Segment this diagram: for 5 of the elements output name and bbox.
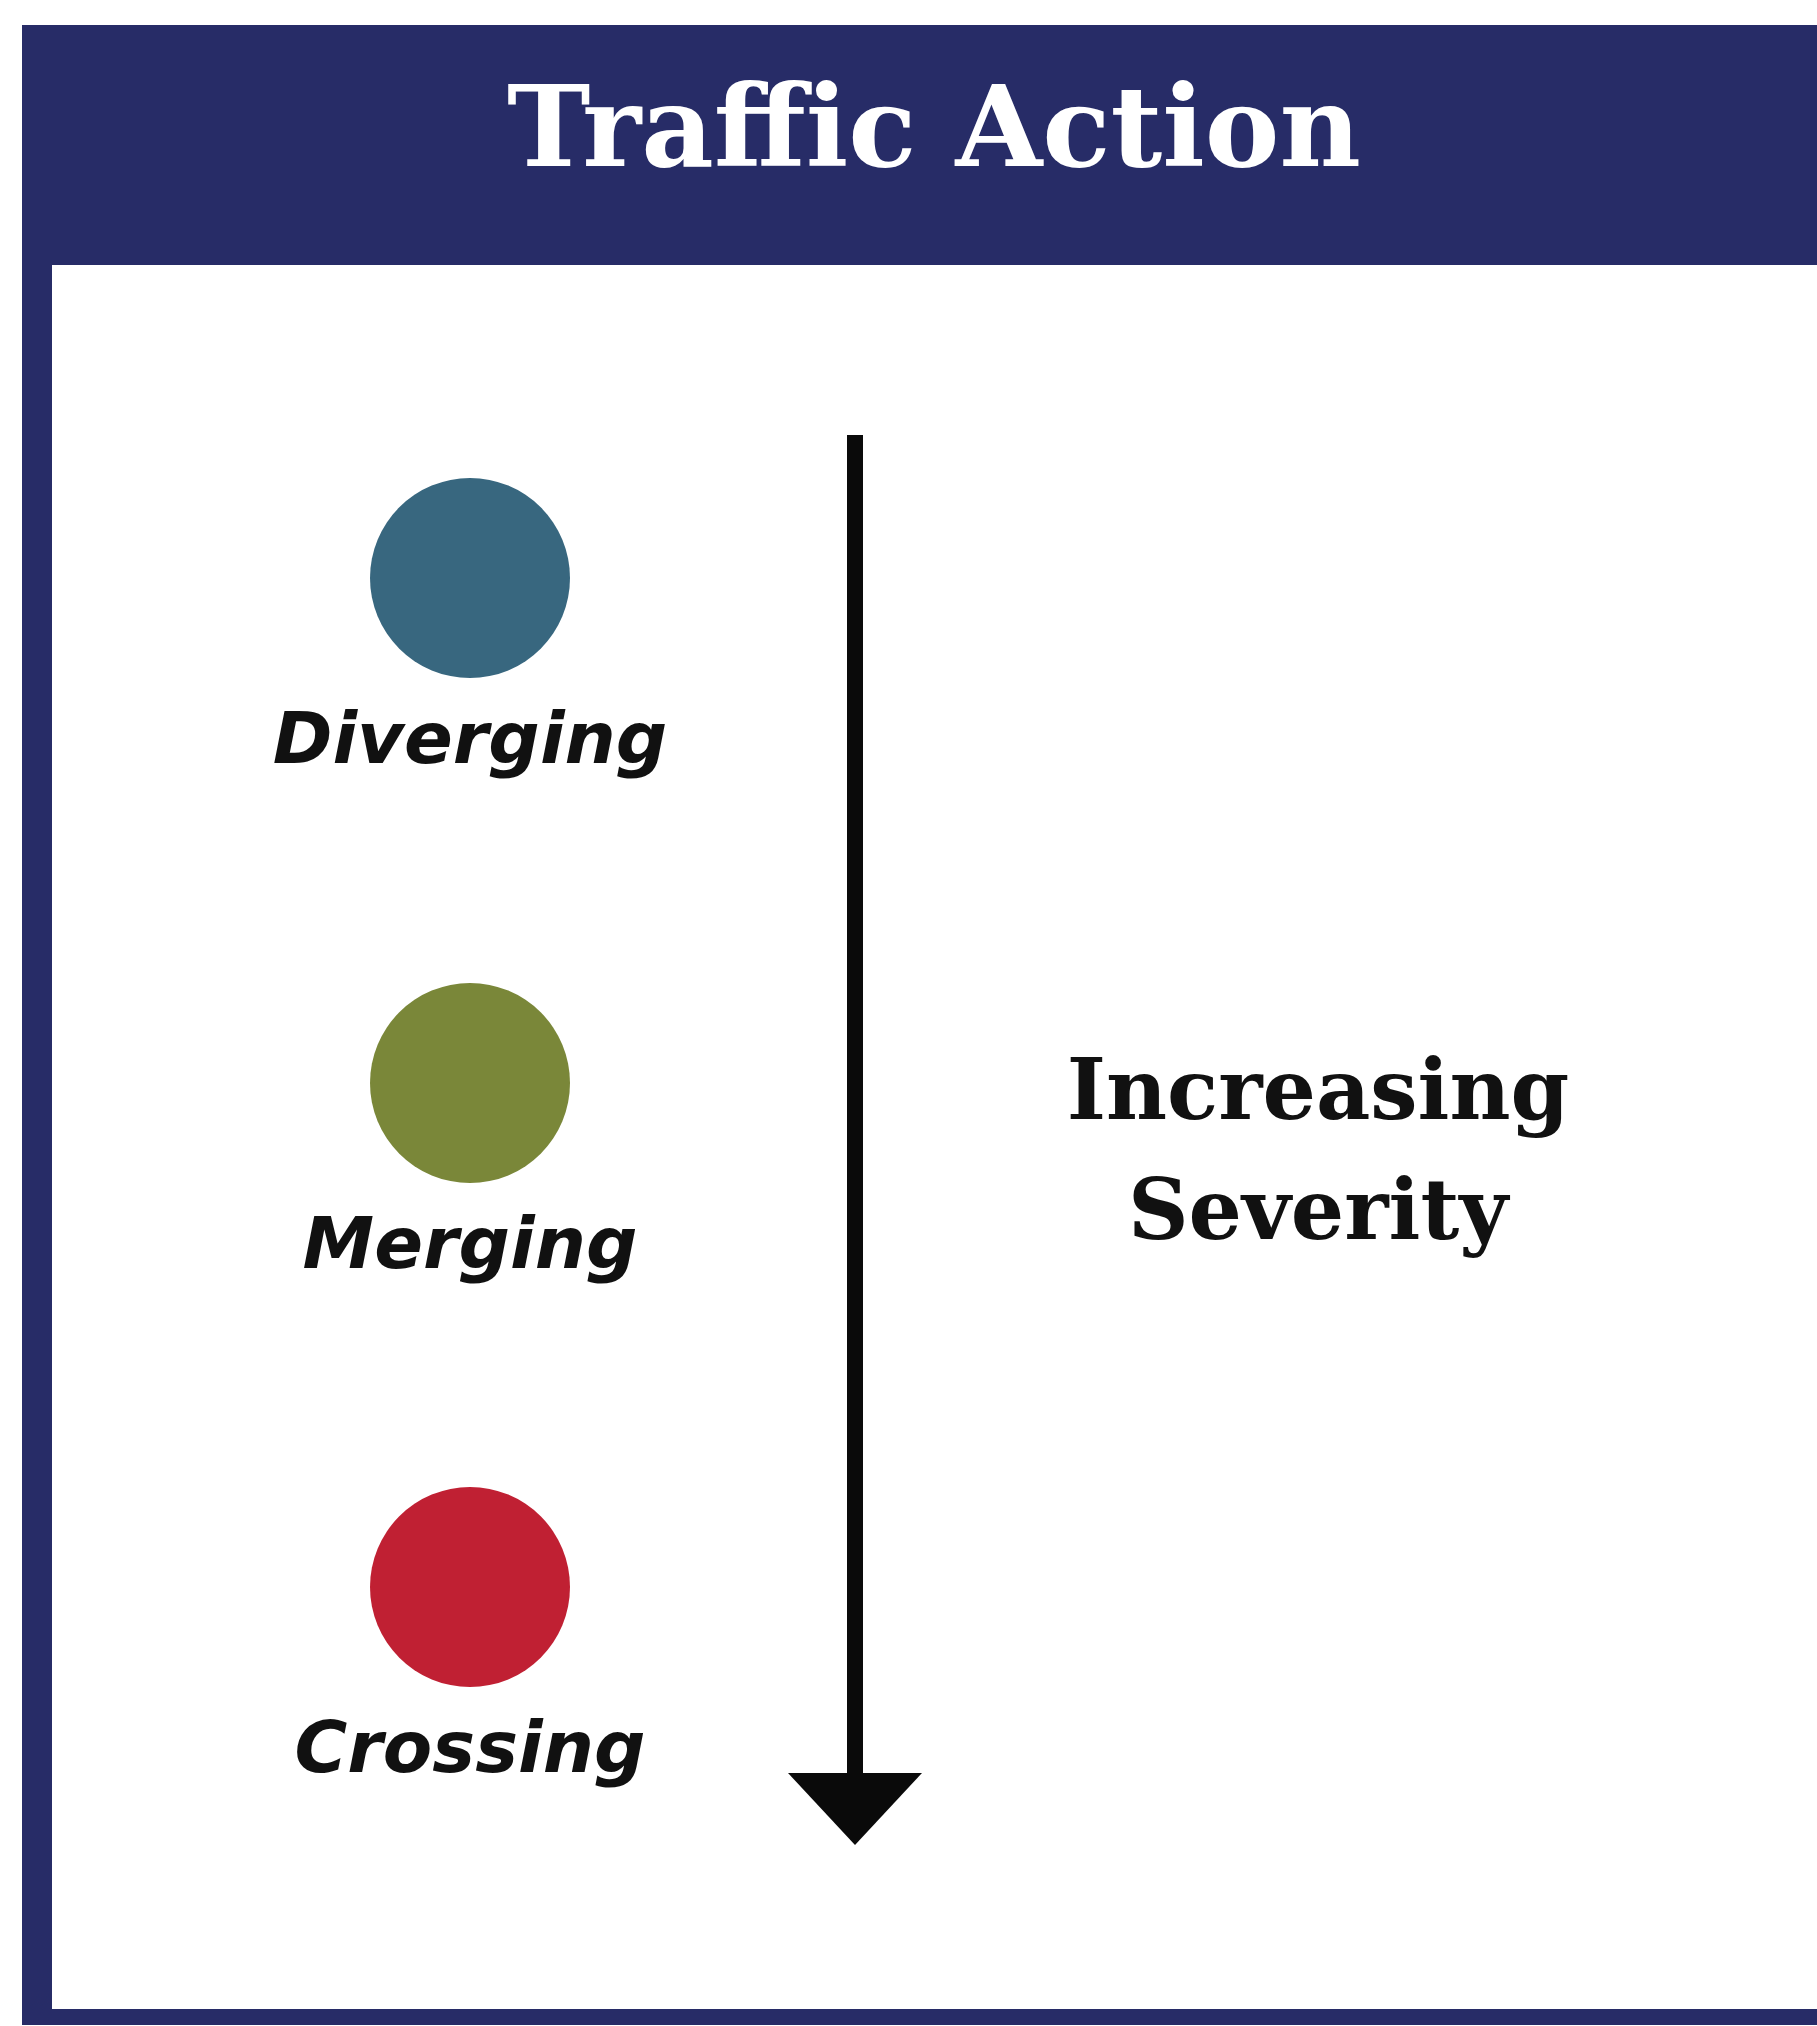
title: Traffic Action bbox=[506, 62, 1362, 192]
circle-label: Crossing bbox=[293, 1704, 647, 1791]
circle-label: Diverging bbox=[271, 695, 669, 782]
severity-label: Increasing Severity bbox=[1065, 1039, 1571, 1261]
circle-label: Merging bbox=[301, 1200, 639, 1287]
